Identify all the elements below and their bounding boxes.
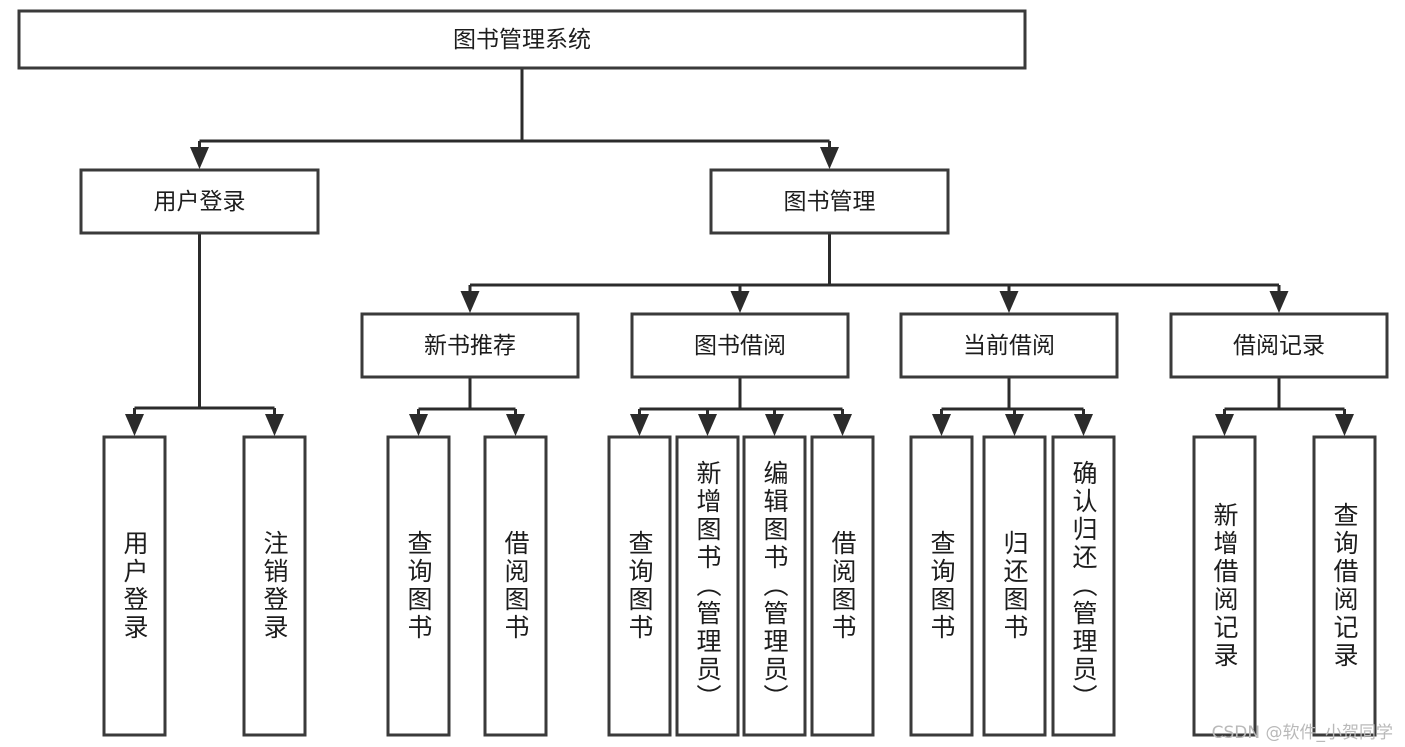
node-l9[interactable]	[909, 435, 974, 737]
node-box[interactable]	[1169, 312, 1389, 379]
node-box[interactable]	[909, 435, 974, 737]
node-box[interactable]	[709, 168, 950, 235]
arrow-head-icon	[506, 414, 525, 436]
node-newrec[interactable]: 新书推荐	[360, 312, 580, 379]
node-box[interactable]	[810, 435, 875, 737]
node-box[interactable]	[386, 435, 451, 737]
node-label: 图书管理	[784, 189, 876, 215]
node-box[interactable]	[360, 312, 580, 379]
arrow-head-icon	[833, 414, 852, 436]
arrow-head-icon	[630, 414, 649, 436]
arrow-head-icon	[1269, 291, 1289, 313]
node-box[interactable]	[242, 435, 307, 737]
node-box[interactable]	[17, 9, 1027, 70]
node-l6[interactable]	[675, 435, 740, 737]
node-box[interactable]	[1051, 435, 1116, 737]
node-box[interactable]	[79, 168, 320, 235]
node-label: 用户登录	[154, 189, 246, 215]
arrow-head-icon	[698, 414, 717, 436]
arrow-head-icon	[409, 414, 428, 436]
node-box[interactable]	[675, 435, 740, 737]
node-box[interactable]	[982, 435, 1047, 737]
node-box[interactable]	[1312, 435, 1377, 737]
node-login[interactable]: 用户登录	[79, 168, 320, 235]
node-label: 新书推荐	[424, 333, 516, 359]
arrow-head-icon	[1335, 414, 1354, 436]
node-label: 当前借阅	[963, 333, 1055, 359]
node-box[interactable]	[630, 312, 850, 379]
arrow-head-icon	[125, 414, 144, 436]
node-label: 图书管理系统	[453, 27, 591, 53]
arrow-head-icon	[1005, 414, 1024, 436]
arrow-head-icon	[1074, 414, 1093, 436]
arrow-head-icon	[999, 291, 1019, 313]
arrow-head-icon	[932, 414, 951, 436]
connector-layer	[125, 68, 1354, 436]
node-box[interactable]	[742, 435, 807, 737]
node-l1[interactable]	[102, 435, 167, 737]
node-borrow[interactable]: 图书借阅	[630, 312, 850, 379]
node-box[interactable]	[483, 435, 548, 737]
node-records[interactable]: 借阅记录	[1169, 312, 1389, 379]
node-l4[interactable]	[483, 435, 548, 737]
node-l5[interactable]	[607, 435, 672, 737]
node-current[interactable]: 当前借阅	[899, 312, 1119, 379]
node-l10[interactable]	[982, 435, 1047, 737]
node-box[interactable]	[102, 435, 167, 737]
arrow-head-icon	[460, 291, 480, 313]
node-label: 图书借阅	[694, 333, 786, 359]
arrow-head-icon	[820, 147, 839, 169]
watermark: CSDN @软件_小贺同学	[1211, 723, 1393, 743]
node-l7[interactable]	[742, 435, 807, 737]
arrow-head-icon	[265, 414, 284, 436]
node-bookmgr[interactable]: 图书管理	[709, 168, 950, 235]
node-box[interactable]	[607, 435, 672, 737]
node-root[interactable]: 图书管理系统	[17, 9, 1027, 70]
arrow-head-icon	[190, 147, 209, 169]
node-box[interactable]	[899, 312, 1119, 379]
arrow-head-icon	[1215, 414, 1234, 436]
node-l2[interactable]	[242, 435, 307, 737]
arrow-head-icon	[765, 414, 784, 436]
node-l12[interactable]	[1192, 435, 1257, 737]
node-box[interactable]	[1192, 435, 1257, 737]
node-l8[interactable]	[810, 435, 875, 737]
node-l3[interactable]	[386, 435, 451, 737]
node-l11[interactable]	[1051, 435, 1116, 737]
node-l13[interactable]	[1312, 435, 1377, 737]
node-label: 借阅记录	[1233, 333, 1325, 359]
arrow-head-icon	[730, 291, 750, 313]
